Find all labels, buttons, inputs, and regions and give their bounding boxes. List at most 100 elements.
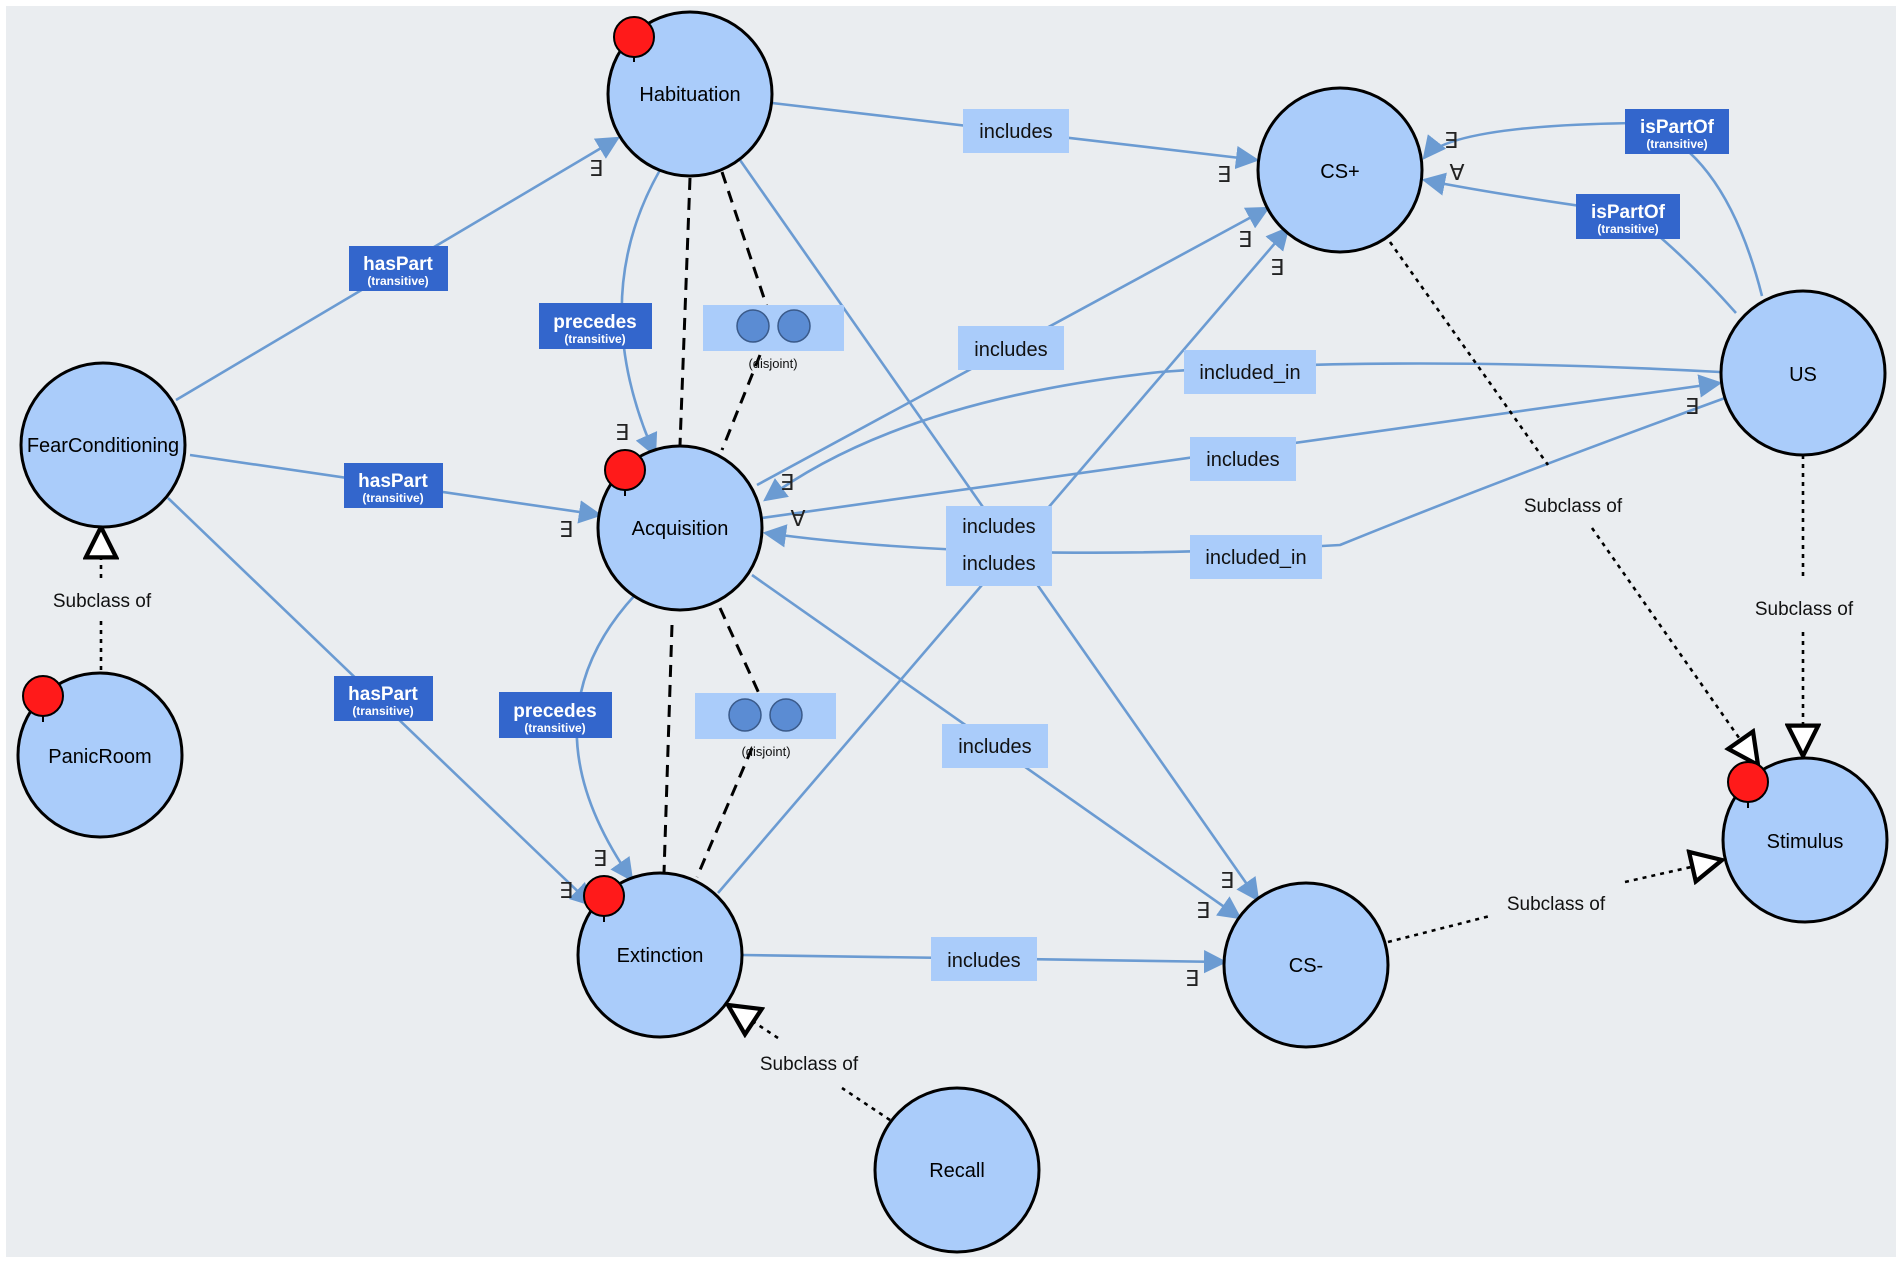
node-us[interactable]: US: [1719, 289, 1887, 457]
prop-included-in-lower[interactable]: included_in: [1190, 535, 1322, 579]
svg-text:includes: includes: [958, 736, 1031, 758]
svg-text:includes: includes: [974, 339, 1047, 361]
node-extinction-label: Extinction: [617, 945, 704, 967]
prop-included-in-upper[interactable]: included_in: [1184, 350, 1316, 394]
prop-precedes-upper[interactable]: precedes (transitive): [539, 303, 652, 349]
subclass-labels: Subclass of Subclass of Subclass of Subc…: [53, 496, 1854, 1075]
prop-haspart-extinction[interactable]: hasPart (transitive): [334, 676, 433, 721]
prop-haspart-habituation[interactable]: hasPart (transitive): [349, 246, 448, 291]
node-cs-plus-label: CS+: [1320, 161, 1359, 183]
marker-panic-room: [22, 675, 64, 722]
exists-icon: ∃: [1196, 898, 1210, 923]
prop-precedes-lower[interactable]: precedes (transitive): [499, 692, 612, 738]
prop-includes-center-1[interactable]: includes: [946, 506, 1052, 546]
svg-text:isPartOf: isPartOf: [1591, 202, 1666, 223]
marker-habituation: [613, 16, 655, 62]
svg-text:included_in: included_in: [1199, 362, 1300, 384]
prop-haspart-acquisition[interactable]: hasPart (transitive): [344, 463, 443, 508]
node-us-label: US: [1789, 364, 1817, 386]
subclass-edge-recall-extinction-2[interactable]: [728, 1005, 779, 1040]
exists-icon: ∃: [1217, 162, 1231, 187]
node-extinction[interactable]: Extinction: [576, 871, 744, 1039]
exists-icon: ∃: [1270, 255, 1284, 280]
subclass-label-recall: Subclass of: [760, 1054, 859, 1075]
subclass-edges: [101, 241, 1803, 1122]
disjoint-habituation-acquisition-1: [678, 177, 692, 446]
subclass-edge-csminus-stimulus-2[interactable]: [1624, 860, 1722, 882]
exists-icon: ∃: [1238, 227, 1252, 252]
node-acquisition-label: Acquisition: [632, 518, 729, 540]
node-fear-conditioning-label: FearConditioning: [27, 435, 179, 457]
node-cs-minus-label: CS-: [1289, 955, 1323, 977]
node-habituation[interactable]: Habituation: [606, 10, 774, 178]
subclass-label-us: Subclass of: [1755, 599, 1854, 620]
disjoint-acquisition-extinction-3: [695, 747, 754, 878]
node-fear-conditioning[interactable]: FearConditioning: [19, 361, 187, 529]
svg-text:precedes: precedes: [513, 701, 596, 722]
disjoint-habituation-acquisition-2: [720, 171, 775, 326]
node-recall[interactable]: Recall: [873, 1086, 1041, 1254]
markers: [22, 16, 1769, 922]
subclass-edge-recall-extinction[interactable]: [841, 1086, 891, 1122]
disjoint-label: (disjoint): [748, 356, 797, 371]
prop-includes-habituation-csplus[interactable]: includes: [963, 109, 1069, 153]
svg-text:isPartOf: isPartOf: [1640, 117, 1715, 138]
disjoint-habituation-acquisition-3: [720, 354, 762, 451]
subclass-edge-csplus-stimulus[interactable]: [1388, 241, 1550, 466]
subclass-edge-csplus-stimulus-2[interactable]: [1590, 527, 1758, 765]
node-cs-plus[interactable]: CS+: [1256, 86, 1424, 254]
marker-acquisition: [604, 449, 646, 496]
disjoint-box-upper[interactable]: (disjoint): [703, 305, 844, 371]
svg-text:(transitive): (transitive): [524, 721, 585, 735]
disjoint-label: (disjoint): [741, 744, 790, 759]
exists-icon: ∃: [780, 470, 794, 495]
svg-text:hasPart: hasPart: [363, 254, 433, 275]
disjoint-circle-icon: [728, 698, 762, 732]
exists-icon: ∃: [1220, 868, 1234, 893]
disjoint-lines: [662, 171, 775, 878]
light-property-boxes: includes includes included_in includes i…: [931, 109, 1322, 981]
svg-text:(transitive): (transitive): [367, 274, 428, 288]
disjoint-circle-icon: [769, 698, 803, 732]
quantifiers: ∃ ∃ ∃ ∃ ∀ ∃ ∃ ∃ ∃ ∃ ∃ ∀ ∃ ∃ ∃ ∃: [559, 128, 1699, 991]
svg-text:includes: includes: [947, 950, 1020, 972]
node-panic-room[interactable]: PanicRoom: [16, 671, 184, 839]
svg-text:(transitive): (transitive): [1646, 137, 1707, 151]
svg-text:precedes: precedes: [553, 312, 636, 333]
exists-icon: ∃: [615, 420, 629, 445]
node-stimulus-label: Stimulus: [1767, 831, 1844, 853]
svg-text:includes: includes: [1206, 449, 1279, 471]
exists-icon: ∃: [1444, 128, 1458, 153]
forall-icon: ∀: [790, 506, 805, 531]
prop-includes-center-2[interactable]: includes: [946, 546, 1052, 586]
prop-ispartof-lower[interactable]: isPartOf (transitive): [1576, 194, 1680, 239]
svg-text:(transitive): (transitive): [352, 704, 413, 718]
exists-icon: ∃: [1685, 394, 1699, 419]
svg-text:included_in: included_in: [1205, 547, 1306, 569]
exists-icon: ∃: [589, 156, 603, 181]
subclass-label-panicroom: Subclass of: [53, 591, 152, 612]
prop-includes-acquisition-us[interactable]: includes: [1190, 437, 1296, 481]
exists-icon: ∃: [559, 878, 573, 903]
disjoint-box-lower[interactable]: (disjoint): [695, 693, 836, 759]
marker-extinction: [583, 875, 625, 922]
svg-text:includes: includes: [962, 553, 1035, 575]
edge-us-included-in-acquisition[interactable]: [763, 362, 1721, 502]
node-panic-room-label: PanicRoom: [48, 746, 151, 768]
prop-includes-acquisition-csminus[interactable]: includes: [942, 724, 1048, 768]
node-cs-minus[interactable]: CS-: [1222, 881, 1390, 1049]
svg-text:(transitive): (transitive): [362, 491, 423, 505]
svg-text:includes: includes: [962, 516, 1035, 538]
marker-stimulus: [1727, 761, 1769, 808]
disjoint-acquisition-extinction-1: [662, 624, 674, 874]
prop-includes-extinction-csminus[interactable]: includes: [931, 937, 1037, 981]
prop-ispartof-upper[interactable]: isPartOf (transitive): [1625, 109, 1729, 154]
disjoint-circle-icon: [777, 309, 811, 343]
prop-includes-acquisition-csplus[interactable]: includes: [958, 326, 1064, 370]
exists-icon: ∃: [593, 846, 607, 871]
disjoint-acquisition-extinction-2: [718, 607, 764, 701]
node-acquisition[interactable]: Acquisition: [596, 444, 764, 612]
node-stimulus[interactable]: Stimulus: [1721, 756, 1889, 924]
node-habituation-label: Habituation: [639, 84, 740, 106]
